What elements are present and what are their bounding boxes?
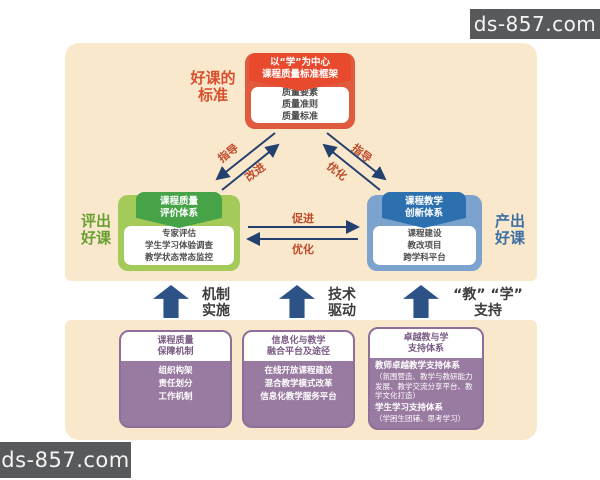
excellence-title-line2: 支持体系 bbox=[407, 344, 444, 354]
evaluate-label-line1: 评出 bbox=[80, 212, 111, 230]
produce-label-line1: 产出 bbox=[494, 212, 525, 230]
excellence-title-line1: 卓越教与学 bbox=[403, 333, 449, 343]
produce-label-line2: 好课 bbox=[494, 229, 525, 247]
framework-box-header: 以“学”为中心 课程质量标准框架 bbox=[249, 53, 351, 91]
innovation-box-items: 课程建设 教改项目 跨学科平台 bbox=[373, 226, 476, 265]
arrow-label-optimize-mid: 优化 bbox=[292, 243, 314, 256]
mechanism-label: 机制 实施 bbox=[192, 287, 240, 319]
standard-label: 好课的 标准 bbox=[181, 70, 245, 104]
evaluation-item: 教学状态常态监控 bbox=[144, 252, 213, 263]
support-up-arrow-icon bbox=[403, 285, 439, 318]
framework-box: 以“学”为中心 课程质量标准框架 质量要素 质量准则 质量标准 bbox=[245, 53, 355, 129]
produce-label: 产出 好课 bbox=[487, 213, 533, 247]
technology-up-arrow-icon bbox=[279, 285, 315, 318]
framework-title-line1: 以“学”为中心 bbox=[270, 57, 330, 68]
framework-item: 质量准则 bbox=[281, 100, 318, 110]
mechanism-up-arrow-icon bbox=[153, 285, 189, 318]
bottom-panel: 课程质量 保障机制 组织构架 责任划分 工作机制 信息化与教学 融合平台及途径 … bbox=[65, 320, 537, 440]
support-label-line2: 支持 bbox=[474, 303, 502, 319]
technology-label: 技术 驱动 bbox=[318, 287, 366, 319]
info-item: 信息化教学服务平台 bbox=[260, 392, 337, 402]
excellence-support-box-items: 教师卓越教学支持体系 （氛围营造、教学与教研能力发展、教学交流分享平台、教学文化… bbox=[370, 358, 482, 428]
evaluation-item: 学生学习体验调查 bbox=[144, 240, 213, 251]
informatization-box-items: 在线开放课程建设 混合教学模式改革 信息化教学服务平台 bbox=[244, 361, 353, 426]
evaluate-label-line2: 好课 bbox=[80, 229, 111, 247]
student-support-heading: 学生学习支持体系 bbox=[375, 402, 444, 413]
innovation-title-line2: 创新体系 bbox=[404, 207, 443, 219]
technology-label-line2: 驱动 bbox=[328, 303, 356, 319]
arrow-label-guide-right: 指导 bbox=[349, 141, 375, 166]
informatization-box: 信息化与教学 融合平台及途径 在线开放课程建设 混合教学模式改革 信息化教学服务… bbox=[242, 330, 355, 428]
informatization-box-header: 信息化与教学 融合平台及途径 bbox=[244, 332, 353, 361]
innovation-item: 跨学科平台 bbox=[403, 252, 446, 263]
excellence-support-box: 卓越教与学 支持体系 教师卓越教学支持体系 （氛围营造、教学与教研能力发展、教学… bbox=[368, 327, 484, 430]
info-item: 在线开放课程建设 bbox=[264, 366, 333, 376]
innovation-box-header: 课程教学 创新体系 bbox=[382, 192, 466, 228]
top-panel: 好课的 标准 评出 好课 产出 好课 以“学”为中心 课程质量标准框架 质量要素… bbox=[65, 43, 537, 281]
arrow-label-optimize-right: 优化 bbox=[324, 159, 350, 184]
student-support-detail: （学困生团辅、思考学习） bbox=[375, 413, 465, 423]
info-item: 混合教学模式改革 bbox=[264, 379, 333, 389]
evaluation-box-items: 专家评估 学生学习体验调查 教学状态常态监控 bbox=[124, 226, 234, 265]
mechanism-label-line2: 实施 bbox=[202, 303, 230, 319]
qa-title-line1: 课程质量 bbox=[157, 336, 194, 346]
watermark-bottom: ds-857.com bbox=[0, 442, 131, 478]
teacher-support-heading: 教师卓越教学支持体系 bbox=[375, 361, 461, 371]
evaluation-title-line1: 课程质量 bbox=[159, 196, 198, 207]
innovation-box: 课程教学 创新体系 课程建设 教改项目 跨学科平台 bbox=[367, 192, 482, 271]
evaluation-item: 专家评估 bbox=[161, 228, 196, 239]
qa-title-line2: 保障机制 bbox=[157, 347, 194, 357]
mechanism-label-line1: 机制 bbox=[202, 287, 230, 303]
evaluation-title-line2: 评价体系 bbox=[159, 207, 198, 219]
evaluate-label: 评出 好课 bbox=[74, 213, 118, 247]
innovation-item: 课程建设 bbox=[407, 228, 442, 239]
quality-assurance-box-header: 课程质量 保障机制 bbox=[121, 332, 230, 361]
qa-item: 责任划分 bbox=[158, 379, 193, 389]
framework-box-items: 质量要素 质量准则 质量标准 bbox=[251, 87, 349, 123]
watermark-top: ds-857.com bbox=[470, 9, 600, 39]
framework-item: 质量标准 bbox=[281, 112, 318, 122]
info-title-line2: 融合平台及途径 bbox=[266, 347, 330, 357]
framework-item: 质量要素 bbox=[281, 88, 318, 98]
excellence-support-box-header: 卓越教与学 支持体系 bbox=[370, 329, 482, 358]
evaluation-box-header: 课程质量 评价体系 bbox=[136, 192, 222, 228]
qa-item: 组织构架 bbox=[158, 366, 193, 376]
innovation-item: 教改项目 bbox=[407, 240, 442, 251]
arrow-label-guide-left: 指导 bbox=[215, 141, 241, 166]
support-label: “教” “学” 支持 bbox=[436, 287, 540, 319]
technology-label-line1: 技术 bbox=[328, 287, 356, 303]
info-title-line1: 信息化与教学 bbox=[271, 336, 326, 346]
teacher-support-detail: （氛围营造、教学与教研能力发展、教学交流分享平台、教学文化打造） bbox=[375, 372, 473, 400]
standard-label-line1: 好课的 bbox=[190, 69, 236, 87]
quality-assurance-box-items: 组织构架 责任划分 工作机制 bbox=[121, 361, 230, 426]
framework-title-line2: 课程质量标准框架 bbox=[261, 68, 338, 80]
evaluation-box: 课程质量 评价体系 专家评估 学生学习体验调查 教学状态常态监控 bbox=[118, 192, 240, 271]
quality-assurance-box: 课程质量 保障机制 组织构架 责任划分 工作机制 bbox=[119, 330, 232, 428]
arrow-label-improve: 改进 bbox=[242, 160, 268, 185]
support-label-line1: “教” “学” bbox=[453, 287, 523, 303]
qa-item: 工作机制 bbox=[158, 392, 193, 402]
innovation-title-line1: 课程教学 bbox=[404, 196, 443, 207]
arrow-label-promote: 促进 bbox=[292, 212, 314, 225]
standard-label-line2: 标准 bbox=[197, 86, 228, 104]
